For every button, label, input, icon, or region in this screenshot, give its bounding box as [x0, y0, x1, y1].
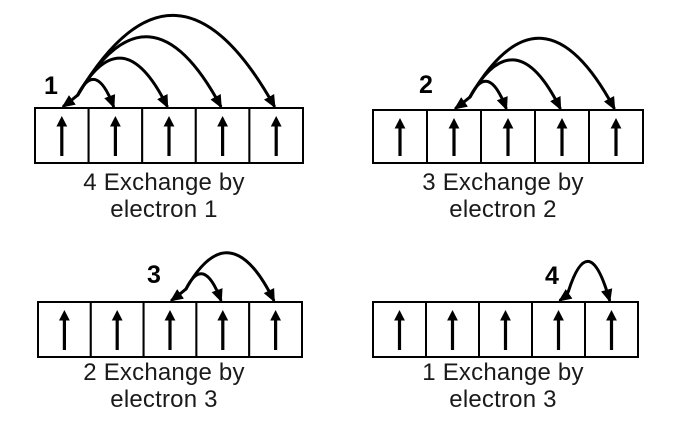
panel-4-caption-line-1: 1 Exchange by: [422, 359, 584, 386]
exchange-arc: [184, 251, 276, 303]
spin-up-arrow-head: [394, 118, 406, 129]
spin-up-arrow-head: [217, 310, 229, 321]
spin-up-arrow-head: [500, 310, 511, 321]
exchange-arc: [468, 36, 616, 111]
panel-4-caption: 1 Exchange by electron 3: [353, 359, 653, 413]
spin-up-arrow-head: [447, 310, 458, 321]
spin-up-arrow-head: [163, 116, 175, 127]
spin-up-arrow-head: [164, 310, 176, 321]
spin-up-arrow-head: [553, 310, 564, 321]
panel-2-caption-line-2: electron 2: [449, 196, 557, 223]
spin-up-arrow-head: [606, 310, 617, 321]
exchange-arrow-source-head: [558, 289, 573, 302]
panel-3-caption: 2 Exchange by electron 3: [14, 359, 314, 413]
spin-up-arrow-head: [270, 116, 282, 127]
electron-2-number-label: 2: [419, 71, 433, 99]
exchange-arrow-source-head: [453, 95, 472, 110]
panel-1-caption: 4 Exchange by electron 1: [14, 169, 314, 223]
spin-up-arrow-head: [56, 116, 68, 127]
spin-up-arrow-head: [448, 118, 460, 129]
panel-1-caption-line-1: 4 Exchange by: [83, 169, 245, 196]
panel-4-caption-line-2: electron 3: [449, 386, 557, 413]
spin-up-arrow-head: [111, 310, 123, 321]
exchange-arrow-source-head: [61, 93, 80, 108]
exchange-arrow-source-head: [169, 287, 188, 302]
panel-1-caption-line-2: electron 1: [110, 196, 218, 223]
electron-3-number-label: 3: [147, 261, 161, 289]
exchange-arc: [76, 77, 116, 109]
panel-3-caption-line-2: electron 3: [110, 386, 218, 413]
spin-up-arrow-head: [556, 118, 568, 129]
spin-up-arrow-head: [394, 310, 405, 321]
exchange-arc: [468, 58, 562, 111]
panel-2-caption-line-1: 3 Exchange by: [422, 169, 584, 196]
panel-2-caption: 3 Exchange by electron 2: [353, 169, 653, 223]
exchange-arc: [76, 13, 276, 109]
exchange-arc: [76, 35, 223, 109]
spin-up-arrow-head: [59, 310, 70, 321]
exchange-arc: [468, 79, 508, 111]
spin-up-arrow-head: [217, 116, 228, 127]
spin-up-arrow-head: [502, 118, 514, 129]
panel-3-caption-line-1: 2 Exchange by: [83, 359, 245, 386]
spin-up-arrow-head: [110, 116, 121, 127]
exchange-arc: [76, 56, 169, 109]
electron-1-number-label: 1: [44, 72, 58, 100]
spin-up-arrow-head: [610, 118, 622, 129]
exchange-arc: [567, 259, 613, 303]
spin-up-arrow-head: [270, 310, 281, 321]
electron-4-number-label: 4: [545, 262, 559, 290]
